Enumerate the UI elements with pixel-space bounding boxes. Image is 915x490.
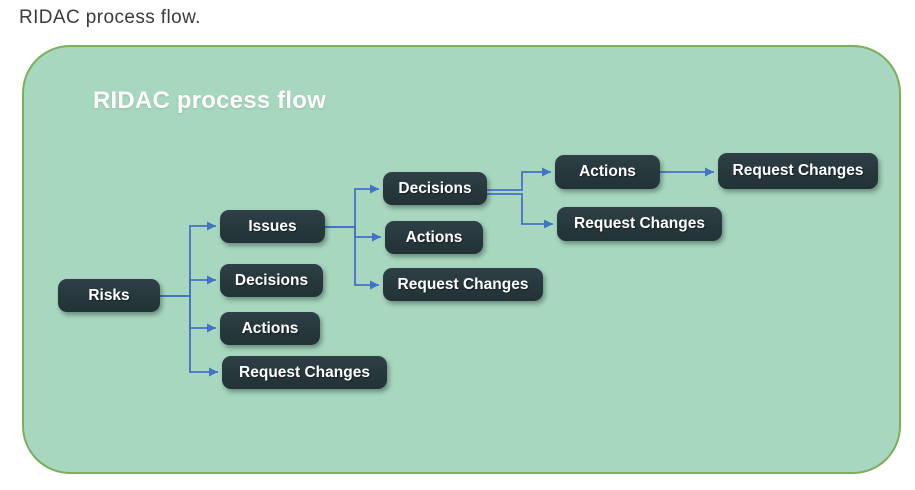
node-request-changes-l3: Request Changes [383, 268, 543, 301]
node-actions-l3: Actions [385, 221, 483, 254]
node-issues: Issues [220, 210, 325, 243]
figure-caption: RIDAC process flow. [19, 7, 201, 28]
node-risks: Risks [58, 279, 160, 312]
node-actions-l2: Actions [220, 312, 320, 345]
node-decisions-l2: Decisions [220, 264, 323, 297]
diagram-title: RIDAC process flow [93, 87, 326, 114]
node-request-changes-l5: Request Changes [718, 153, 878, 189]
node-request-changes-l2: Request Changes [222, 356, 387, 389]
node-decisions-l3: Decisions [383, 172, 487, 205]
node-request-changes-l4: Request Changes [557, 207, 722, 241]
node-actions-l4: Actions [555, 155, 660, 189]
